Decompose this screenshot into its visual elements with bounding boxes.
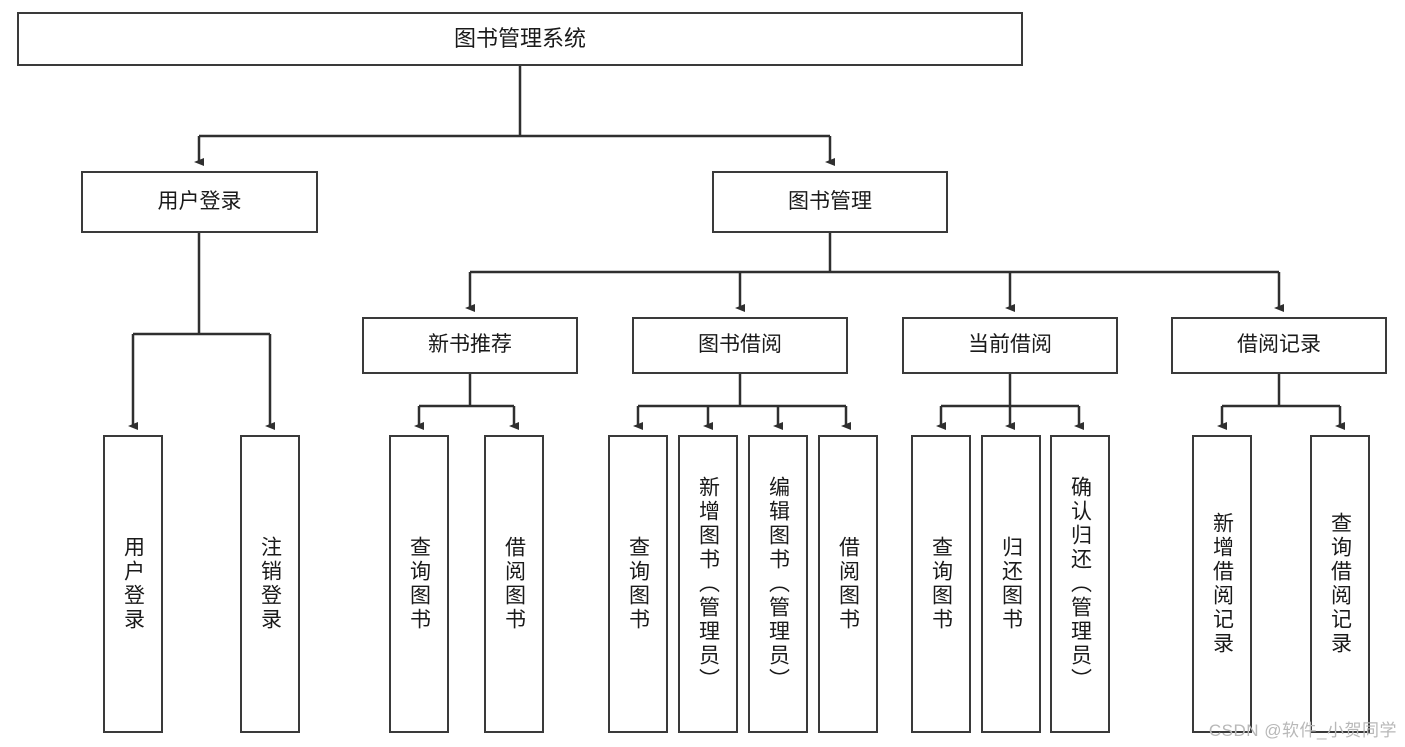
node-user-login[interactable]: 用户登录 — [81, 171, 318, 233]
node-new-book-recommend[interactable]: 新书推荐 — [362, 317, 578, 374]
node-label: 确认归还（管理员） — [1068, 476, 1092, 692]
node-label: 图书借阅 — [698, 333, 782, 357]
leaf-current-borrow-return-book[interactable]: 归还图书 — [981, 435, 1041, 733]
leaf-book-borrow-add-book-admin[interactable]: 新增图书（管理员） — [678, 435, 738, 733]
leaf-user-login-login[interactable]: 用户登录 — [103, 435, 163, 733]
leaf-book-borrow-edit-book-admin[interactable]: 编辑图书（管理员） — [748, 435, 808, 733]
node-label: 新增借阅记录 — [1210, 512, 1234, 656]
leaf-current-borrow-confirm-return-admin[interactable]: 确认归还（管理员） — [1050, 435, 1110, 733]
node-label: 查询图书 — [626, 536, 650, 632]
node-label: 归还图书 — [999, 536, 1023, 632]
node-label: 用户登录 — [121, 536, 145, 632]
node-label: 借阅图书 — [836, 536, 860, 632]
leaf-user-login-logout[interactable]: 注销登录 — [240, 435, 300, 733]
node-label: 查询图书 — [929, 536, 953, 632]
leaf-new-book-borrow-book[interactable]: 借阅图书 — [484, 435, 544, 733]
watermark: CSDN @软件_小贺同学 — [1208, 721, 1397, 740]
node-label: 注销登录 — [258, 536, 282, 632]
leaf-borrow-record-query-record[interactable]: 查询借阅记录 — [1310, 435, 1370, 733]
node-label: 当前借阅 — [968, 333, 1052, 357]
node-label: 查询借阅记录 — [1328, 512, 1352, 656]
node-borrow-record[interactable]: 借阅记录 — [1171, 317, 1387, 374]
node-label: 编辑图书（管理员） — [766, 476, 790, 692]
node-label: 用户登录 — [157, 189, 242, 213]
leaf-current-borrow-query-book[interactable]: 查询图书 — [911, 435, 971, 733]
node-current-borrow[interactable]: 当前借阅 — [902, 317, 1118, 374]
leaf-book-borrow-query-book[interactable]: 查询图书 — [608, 435, 668, 733]
node-book-borrow[interactable]: 图书借阅 — [632, 317, 848, 374]
node-label: 图书管理 — [788, 189, 872, 213]
node-label: 借阅图书 — [502, 536, 526, 632]
node-book-management[interactable]: 图书管理 — [712, 171, 948, 233]
node-root-book-management-system[interactable]: 图书管理系统 — [17, 12, 1023, 66]
leaf-new-book-query-book[interactable]: 查询图书 — [389, 435, 449, 733]
node-label: 图书管理系统 — [453, 26, 586, 52]
node-label: 借阅记录 — [1237, 333, 1321, 357]
node-label: 查询图书 — [407, 536, 431, 632]
leaf-borrow-record-add-record[interactable]: 新增借阅记录 — [1192, 435, 1252, 733]
leaf-book-borrow-borrow-book[interactable]: 借阅图书 — [818, 435, 878, 733]
node-label: 新书推荐 — [428, 333, 512, 357]
node-label: 新增图书（管理员） — [696, 476, 720, 692]
